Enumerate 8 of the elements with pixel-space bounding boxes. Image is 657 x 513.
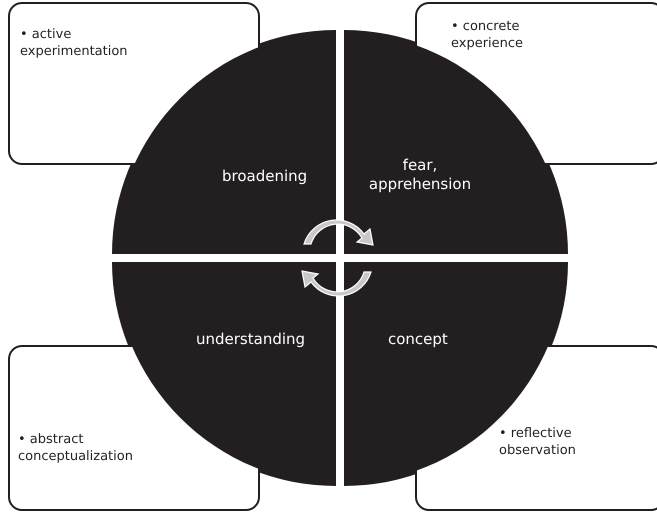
bullet-text: • reflective observation	[499, 425, 577, 459]
bullet-text: • concrete experience	[451, 18, 524, 52]
bullet-text: • active experimentation	[20, 26, 129, 60]
bullet-text: • abstract conceptualization	[18, 431, 134, 465]
quadrant-label: broadening	[222, 167, 308, 186]
quadrant-label: understanding	[196, 330, 306, 349]
quadrant-label: concept	[388, 330, 448, 349]
quadrant-label: fear, apprehension	[368, 156, 472, 194]
